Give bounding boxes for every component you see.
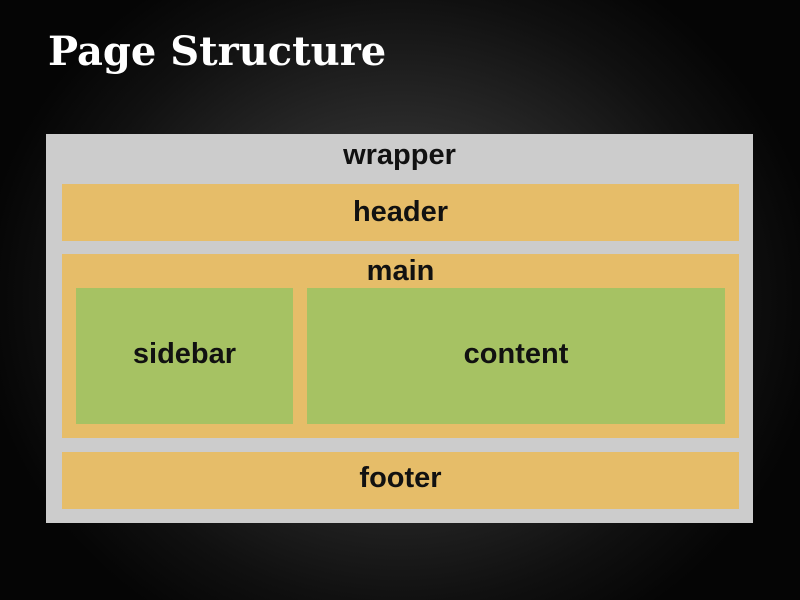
wrapper-label: wrapper (343, 139, 456, 171)
sidebar-label: sidebar (132, 338, 237, 370)
header-label: header (352, 196, 449, 228)
page-title: Page Structure (48, 28, 387, 75)
main-label: main (366, 255, 435, 287)
footer-label: footer (359, 462, 442, 494)
footer-box: footer (62, 452, 739, 509)
header-box: header (62, 184, 739, 241)
sidebar-box: sidebar (76, 288, 293, 424)
content-label: content (463, 338, 569, 370)
content-box: content (307, 288, 725, 424)
